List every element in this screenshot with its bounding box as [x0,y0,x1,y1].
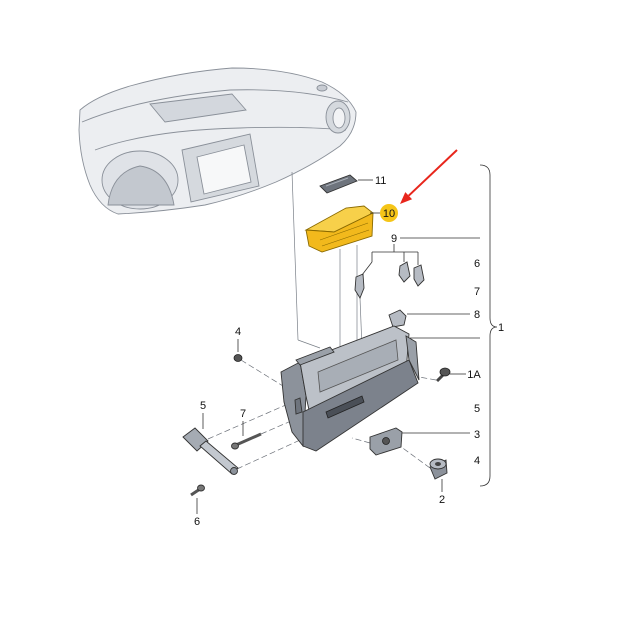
part-1A-screw [435,367,451,383]
part-7-clip-right [413,264,425,287]
tray-front-face [305,212,374,253]
part-7-clip-left [398,261,411,283]
side-vent-inner [332,107,346,129]
center-vent-opening [196,144,252,195]
part-4-nut [233,354,243,362]
callout-5-left: 5 [200,400,206,412]
callout-2: 2 [439,494,445,506]
callout-11: 11 [375,175,386,187]
part-5-damper [182,427,239,475]
glovebox-lid-handle [325,395,365,419]
bolt-head [231,442,239,450]
tray-rib-lower [321,229,370,247]
callout-7-left: 7 [240,408,246,420]
callout-7-right: 7 [474,286,480,298]
assembly-line-damper-end [236,439,301,470]
part-3-latch-bracket [369,427,403,456]
instrument-cluster-opening [107,165,175,206]
assembly-line-damper-head [207,403,289,440]
dashboard-knob [316,84,328,92]
part-1-glovebox [280,325,420,452]
windscreen-vent-strip [149,93,247,123]
assembly-line-bolt [260,417,299,435]
cover-strip-highlight [325,177,349,187]
arrow-head [400,192,413,204]
assembly-lines [207,171,437,470]
callout-1: 1 [498,322,504,334]
clip-8-body [388,309,407,328]
callout-5-right: 5 [474,403,480,415]
arrow-shaft [408,149,458,197]
glovebox-hinge-tab [294,397,303,415]
callout-6-right: 6 [474,258,480,270]
callout-1A: 1A [467,369,481,381]
part-10-storage-tray [304,205,374,253]
clip-upper-body [354,273,365,299]
screw-1A-head [439,367,451,377]
callout-6-left: 6 [194,516,200,528]
assembly-line-bracket [351,437,371,444]
tray-rib-upper [319,222,369,241]
group-brace [479,164,498,487]
damper-rod [199,440,239,475]
assembly-line-screw-1A [418,376,437,381]
assembly-line-dash-to-box [291,171,299,341]
leader-line-9-drop-a2 [361,261,373,276]
dashboard-lower-edge [94,126,347,151]
glovebox-top-flange [295,346,335,366]
clip-right-body [413,264,425,287]
bolt-shank [235,432,262,447]
callout-4-right: 4 [474,455,480,467]
assembly-line-dash-to-box-2 [297,339,321,349]
glovebox-inner-divider [317,339,399,393]
part-6-clip-upper [354,273,365,299]
part-6-screw [190,484,205,497]
callout-4-left: 4 [235,326,241,338]
leader-lines [196,179,480,514]
lock-keyhole [435,462,441,466]
part-8-clip [388,309,407,328]
part-2-lock-cylinder [429,458,448,480]
assembly-line-nut [240,359,284,387]
dashboard-top-edge [81,89,349,123]
screw-head [197,484,205,492]
glovebox-lid [302,359,419,452]
bracket-hole [382,437,390,445]
glovebox-right-wall [405,335,420,381]
cover-strip-body [319,174,358,194]
callout-9: 9 [391,233,397,245]
highlight-badge [380,204,398,222]
nut-body [233,354,243,362]
dashboard-panel [78,67,357,215]
part-11-cover-strip [319,174,358,194]
damper-end-cap [230,467,238,475]
callout-labels: 11 10 9 6 7 8 1 4 1A 5 3 4 2 5 7 6 [194,175,504,528]
callout-3: 3 [474,429,480,441]
clip-left-body [398,261,411,283]
highlight-arrow [400,149,458,204]
part-7-bolt [231,432,262,450]
callout-10: 10 [383,208,395,220]
assembly-line-lock [399,445,431,469]
callout-8: 8 [474,309,480,321]
